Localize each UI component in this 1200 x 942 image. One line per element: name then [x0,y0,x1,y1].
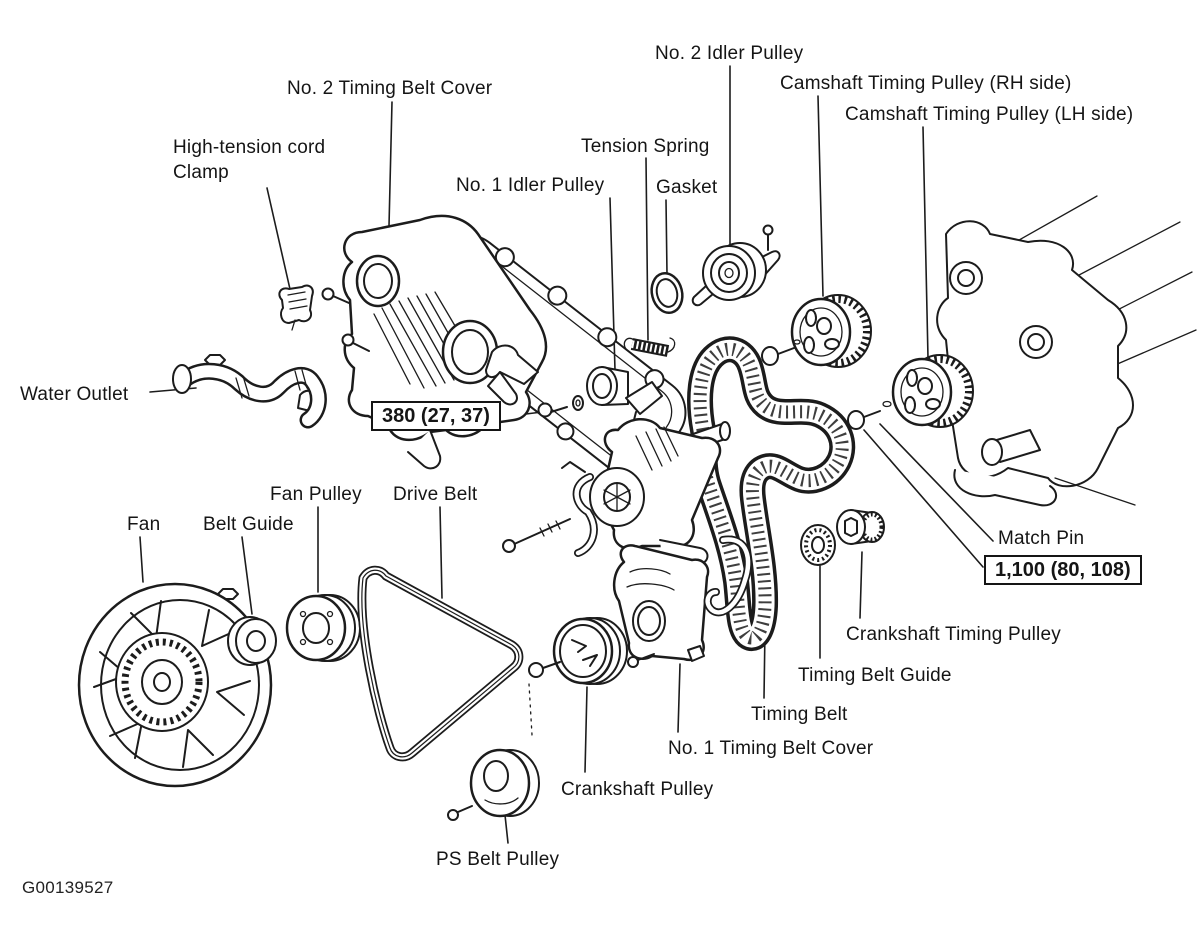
ps-belt-pulley-drawing [447,748,540,821]
bypass-pipe-bracket-drawing [502,461,598,557]
label-no2-idler-pulley: No. 2 Idler Pulley [655,43,804,64]
label-high-tension-cord-line2: Clamp [173,162,229,183]
fan-pulley-drawing [285,594,361,662]
label-no2-timing-belt-cover: No. 2 Timing Belt Cover [287,78,493,99]
label-drive-belt: Drive Belt [393,484,478,505]
label-crankshaft-pulley: Crankshaft Pulley [561,779,714,800]
label-ps-belt-pulley: PS Belt Pulley [436,849,560,870]
high-tension-cord-clamp-drawing [278,284,314,331]
bypass-hose-drawing [703,535,752,617]
label-match-pin: Match Pin [998,528,1085,549]
no1-idler-pulley-drawing [537,366,663,437]
engine-block-drawing [936,195,1197,507]
fan-drawing [77,582,273,788]
label-timing-belt: Timing Belt [751,704,848,725]
label-tension-spring: Tension Spring [581,136,710,157]
figure-id: G00139527 [22,878,114,897]
bolt-icon [204,287,370,621]
drive-belt-drawing [357,565,524,762]
label-high-tension-cord-clamp: High-tension cord Clamp [173,135,325,185]
crankshaft-timing-pulley-drawing [836,509,885,545]
timing-belt-guide-drawing [800,524,836,566]
label-water-outlet: Water Outlet [20,384,129,405]
label-fan-pulley: Fan Pulley [270,484,362,505]
label-crankshaft-timing-pulley: Crankshaft Timing Pulley [846,624,1061,645]
tension-spring-drawing [623,337,676,357]
belt-guide-drawing [227,616,277,666]
label-timing-belt-guide: Timing Belt Guide [798,665,952,686]
camshaft-timing-pulley-lh-drawing [847,354,974,430]
water-pump-drawing [589,418,731,565]
mount-bracket-drawing [485,344,539,406]
water-outlet-drawing [172,362,327,429]
timing-belt-drawing [687,336,856,651]
no2-idler-pulley-drawing [691,224,781,307]
leader-lines [139,65,994,844]
no1-timing-belt-cover-drawing [612,544,710,668]
camshaft-timing-pulley-rh-drawing [761,294,872,368]
gasket-drawing [650,272,684,314]
torque-spec-idler-pulley: 380 (27, 37) [371,401,501,431]
crankshaft-pulley-drawing [528,617,628,736]
label-camshaft-pulley-rh: Camshaft Timing Pulley (RH side) [780,73,1072,94]
label-high-tension-cord-line1: High-tension cord [173,137,326,158]
label-belt-guide: Belt Guide [203,514,294,535]
label-fan: Fan [127,514,161,535]
label-gasket: Gasket [656,177,718,198]
label-camshaft-pulley-lh: Camshaft Timing Pulley (LH side) [845,104,1134,125]
label-no1-idler-pulley: No. 1 Idler Pulley [456,175,605,196]
label-no1-timing-belt-cover: No. 1 Timing Belt Cover [668,738,874,759]
torque-spec-crankshaft-pulley: 1,100 (80, 108) [984,555,1142,585]
